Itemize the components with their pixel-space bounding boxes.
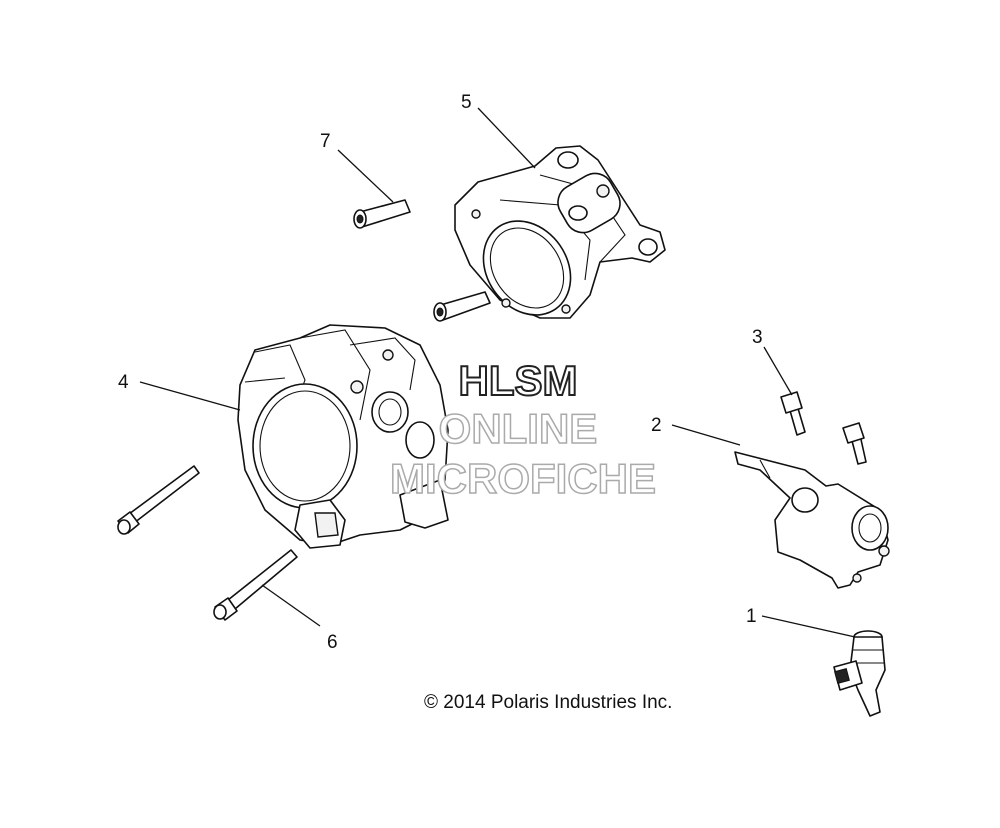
callout-number-4: 4 [118,372,129,393]
callout-number-3: 3 [752,327,763,348]
leader-line-6 [261,584,321,627]
leader-line-7 [337,149,394,203]
leader-line-5 [477,107,536,169]
callout-number-7: 7 [320,131,331,152]
part-4-throttle-body [237,324,449,549]
part-2-fuel-rail [734,451,890,589]
part-7-bolt-upper [353,199,411,229]
callout-number-1: 1 [746,606,757,627]
watermark-line-1: HLSM [459,357,578,404]
callout-number-6: 6 [327,632,338,653]
part-3-bolt-right [842,422,867,465]
copyright-notice: © 2014 Polaris Industries Inc. [424,692,672,713]
leader-line-3 [763,346,793,396]
watermark-line-3: MICROFICHE [390,455,656,502]
callout-number-5: 5 [461,92,472,113]
part-6-bolt-left [117,465,200,535]
leader-line-2 [671,424,741,446]
part-3-bolt-left [780,391,806,436]
part-6-bolt-right [213,549,298,621]
part-1-fuel-injector [833,630,886,717]
callout-number-2: 2 [651,415,662,436]
leader-line-1 [761,615,856,638]
part-7-bolt-lower [433,291,491,322]
leader-line-4 [139,381,241,411]
part-5-intake-adapter [454,145,666,319]
watermark-line-2: ONLINE [439,405,598,452]
